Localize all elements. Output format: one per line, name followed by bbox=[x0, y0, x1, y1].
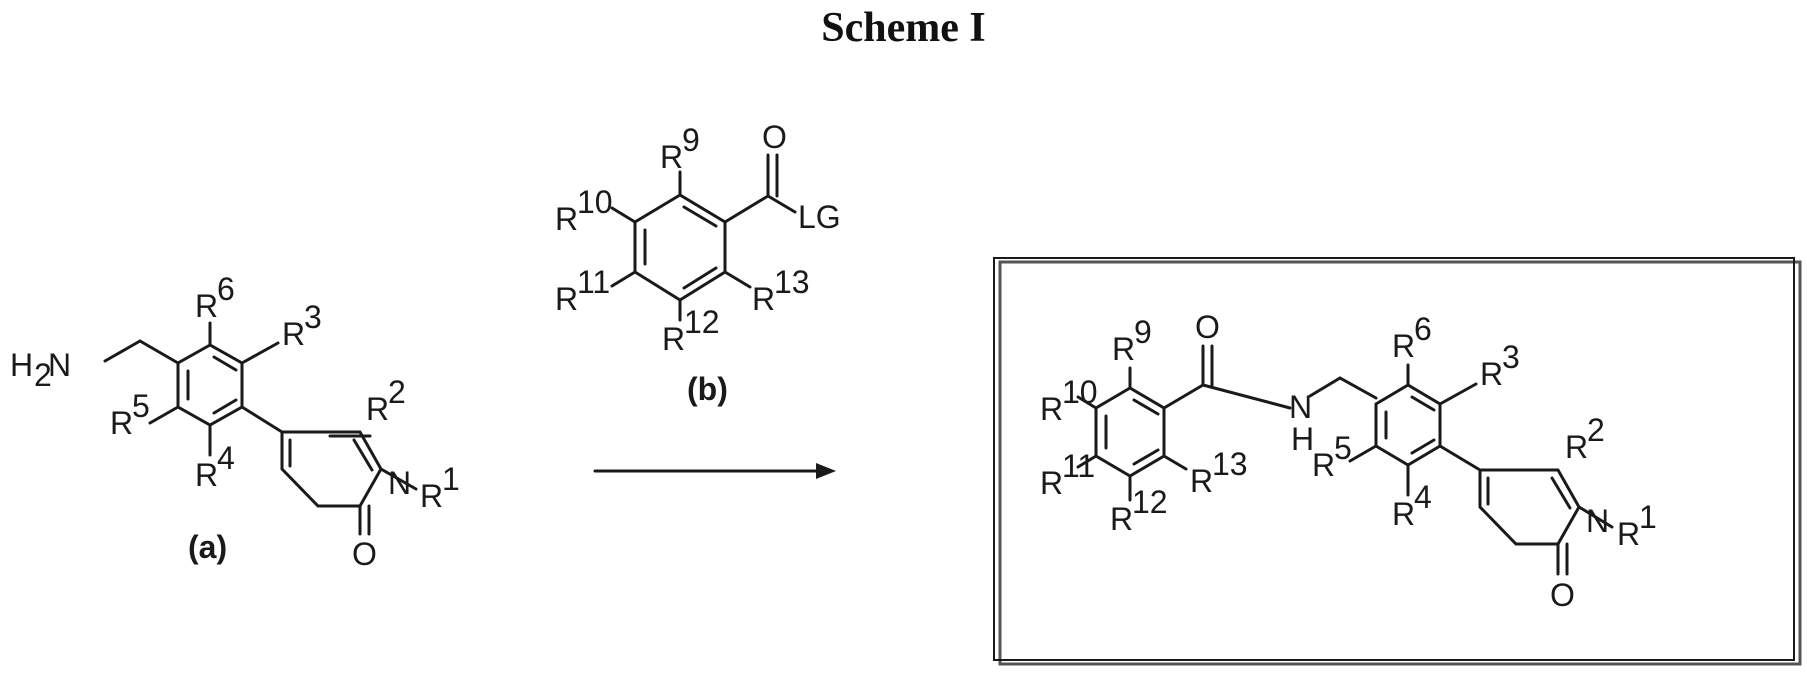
compound-a-r2: R bbox=[366, 391, 389, 427]
compound-a-amine-h: H bbox=[10, 347, 33, 383]
compound-b-r11: R bbox=[555, 281, 578, 317]
compound-b-r11-index: 11 bbox=[577, 264, 610, 300]
compound-a-carbonyl-o: O bbox=[352, 536, 377, 572]
compound-a-phenyl-ring bbox=[178, 345, 242, 425]
product-r11: R bbox=[1040, 465, 1063, 501]
compound-a-r6: R bbox=[195, 288, 218, 324]
compound-b-r12-index: 12 bbox=[684, 304, 720, 340]
compound-a-r3-index: 3 bbox=[304, 299, 322, 335]
compound-a-r5: R bbox=[110, 405, 133, 441]
compound-b: O LG R 9 R 10 R 11 R 13 R 12 (b) bbox=[555, 119, 841, 407]
product-benzoyl-ring bbox=[1096, 388, 1164, 476]
compound-b-label: (b) bbox=[687, 371, 728, 407]
compound-a-r3: R bbox=[282, 316, 305, 352]
product-ring-n: N bbox=[1586, 503, 1609, 539]
product-r6-index: 6 bbox=[1414, 311, 1432, 347]
product-r4: R bbox=[1392, 496, 1415, 532]
product-r10-index: 10 bbox=[1062, 374, 1098, 410]
product-r11-index: 11 bbox=[1062, 448, 1095, 484]
product-r1: R bbox=[1617, 516, 1640, 552]
product-r13: R bbox=[1190, 463, 1213, 499]
compound-b-r13-index: 13 bbox=[774, 264, 810, 300]
compound-b-r10: R bbox=[555, 201, 578, 237]
compound-a-r1-index: 1 bbox=[442, 461, 460, 497]
compound-a-r5-index: 5 bbox=[132, 388, 150, 424]
product-r1-index: 1 bbox=[1639, 499, 1657, 535]
product-central-ring bbox=[1376, 385, 1440, 465]
compound-a: H 2 N R 6 R 3 R 5 R 4 R 2 N R 1 O (a) bbox=[10, 271, 460, 572]
product-r12-index: 12 bbox=[1132, 484, 1168, 520]
product-r12: R bbox=[1110, 501, 1133, 537]
product-r6: R bbox=[1392, 328, 1415, 364]
reaction-arrow bbox=[595, 463, 836, 479]
product-r3-index: 3 bbox=[1502, 339, 1520, 375]
compound-b-r10-index: 10 bbox=[577, 184, 613, 220]
product-amide-h: H bbox=[1291, 421, 1314, 457]
compound-b-phenyl-ring bbox=[635, 195, 725, 300]
product-box bbox=[994, 258, 1800, 664]
compound-b-r12: R bbox=[662, 321, 685, 357]
product-pyridinone-o: O bbox=[1550, 577, 1575, 613]
product-r13-index: 13 bbox=[1212, 446, 1248, 482]
product-r2: R bbox=[1565, 429, 1588, 465]
product-carbonyl-o: O bbox=[1195, 309, 1220, 345]
product-r5: R bbox=[1312, 447, 1335, 483]
product-r4-index: 4 bbox=[1414, 479, 1432, 515]
product-r10: R bbox=[1040, 391, 1063, 427]
product-r9-index: 9 bbox=[1134, 314, 1152, 350]
compound-a-label: (a) bbox=[188, 529, 227, 565]
product-r3: R bbox=[1480, 356, 1503, 392]
compound-a-r4-index: 4 bbox=[217, 440, 235, 476]
product-amide-n: N bbox=[1289, 389, 1312, 425]
product-r9: R bbox=[1112, 331, 1135, 367]
compound-a-ring-n: N bbox=[388, 465, 411, 501]
compound-a-r6-index: 6 bbox=[217, 271, 235, 307]
compound-b-r9-index: 9 bbox=[682, 122, 700, 158]
compound-b-r13: R bbox=[752, 281, 775, 317]
product-compound: O N H R 9 R 10 R 11 R 13 R 12 R 6 R 3 R … bbox=[1040, 309, 1657, 613]
compound-b-r9: R bbox=[660, 139, 683, 175]
compound-a-r2-index: 2 bbox=[388, 374, 406, 410]
compound-a-r1: R bbox=[420, 478, 443, 514]
compound-b-leaving-group: LG bbox=[798, 199, 841, 235]
product-r5-index: 5 bbox=[1334, 430, 1352, 466]
compound-b-carbonyl-o: O bbox=[762, 119, 787, 155]
compound-a-amine-n: N bbox=[48, 347, 71, 383]
product-r2-index: 2 bbox=[1587, 412, 1605, 448]
compound-a-r4: R bbox=[195, 457, 218, 493]
